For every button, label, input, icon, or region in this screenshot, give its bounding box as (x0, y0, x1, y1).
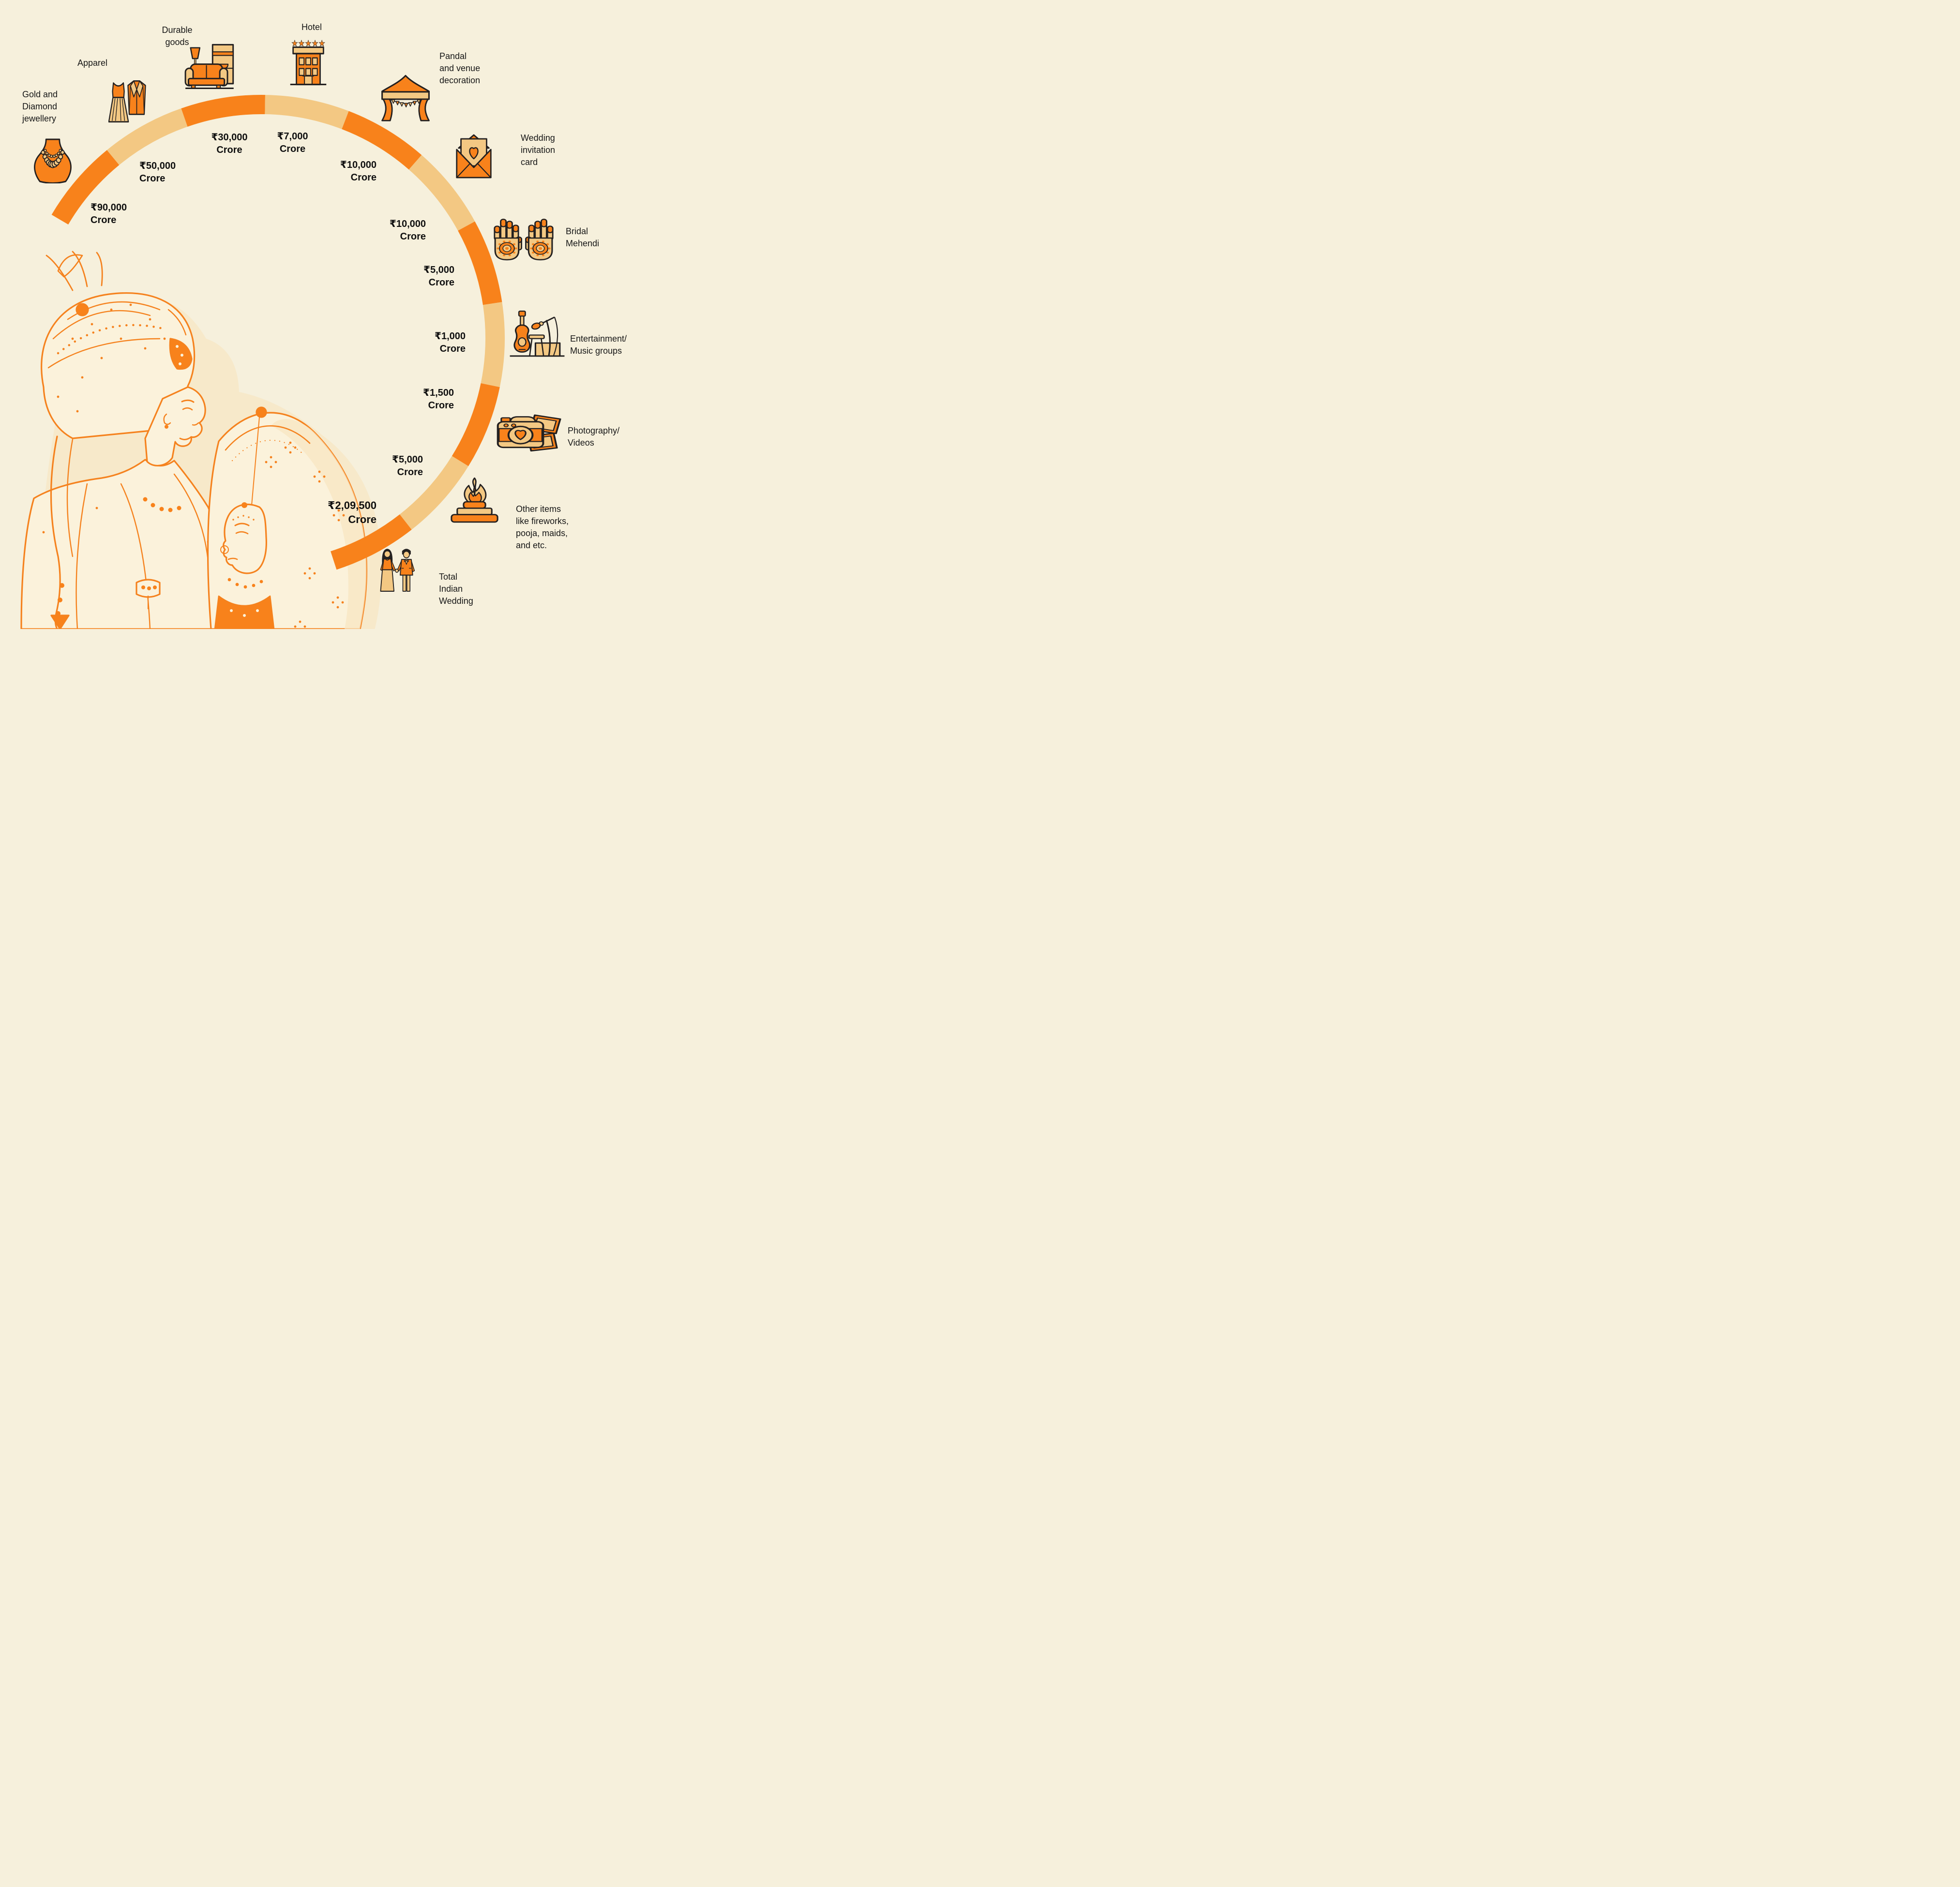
furniture-icon (184, 42, 236, 93)
pandal-icon (379, 73, 432, 125)
svg-text:★★★★★: ★★★★★ (291, 39, 325, 48)
label-durable-goods: Durable goods (162, 25, 193, 47)
envelope-heart-icon (450, 133, 498, 181)
label-gold-jewellery: Gold and Diamond jewellery (22, 90, 58, 123)
dress-jacket-icon (108, 76, 150, 126)
fire-icon (446, 476, 503, 525)
label-hotel: Hotel (301, 22, 322, 32)
label-photography: Photography/ Videos (568, 426, 620, 448)
arc-segment-apparel (106, 108, 188, 165)
label-total-indian-wedding: Total Indian Wedding (439, 572, 473, 606)
mehendi-hands-icon (493, 213, 555, 263)
arc-segment-hotel (265, 95, 349, 129)
necklace-icon (30, 135, 75, 183)
arc-segment-entertainment (481, 302, 505, 388)
label-apparel: Apparel (77, 58, 108, 68)
arc-segment-total (330, 514, 412, 570)
camera-icon (495, 406, 564, 455)
guitar-mic-icon (508, 310, 566, 360)
hotel-icon: ★★★★★ (285, 39, 332, 92)
arc-segment-bridal-mehendi (458, 221, 502, 305)
arc-segment-gold-jewellery (51, 150, 120, 225)
arc-segment-other-items (399, 456, 468, 530)
arc-segment-photography (452, 383, 500, 466)
spending-arc-ring (51, 95, 505, 570)
label-bridal-mehendi: Bridal Mehendi (566, 226, 600, 248)
arc-segment-durable-goods (181, 95, 265, 127)
arc-segment-pandal-venue (342, 111, 422, 170)
label-invitation-card: Wedding invitation card (521, 133, 556, 167)
arc-segment-invitation-card (408, 155, 475, 231)
wedding-spend-infographic: Gold and Diamond jewellery Apparel Durab… (0, 0, 653, 629)
couple-icon (377, 546, 422, 595)
label-entertainment: Entertainment/ Music groups (570, 334, 627, 356)
bride-groom-illustration (20, 251, 382, 629)
label-pandal-venue: Pandal and venue decoration (439, 51, 481, 85)
label-other-items: Other items like fireworks, pooja, maids… (516, 504, 569, 550)
